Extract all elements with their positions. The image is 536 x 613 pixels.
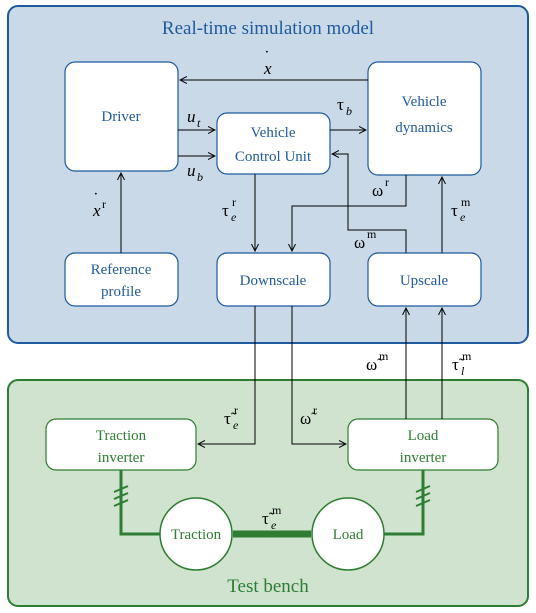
omega-r-sup: r bbox=[385, 175, 389, 189]
ub-base: u bbox=[187, 161, 196, 180]
xdot-ref-sup: r bbox=[102, 197, 106, 211]
label-tau-e-r: τ e r bbox=[222, 195, 237, 224]
tilde-tau-e-r-arrow bbox=[198, 306, 256, 444]
tau-e-m-sub: e bbox=[460, 210, 466, 224]
testbench-panel bbox=[7, 379, 529, 607]
tinv-label-line2: inverter bbox=[98, 450, 145, 466]
label-omega-r: ω r bbox=[372, 175, 389, 200]
omega-m-sup: m bbox=[367, 227, 377, 241]
tau-e-r-sup: r bbox=[232, 195, 236, 209]
ut-sub: t bbox=[197, 116, 201, 130]
tilde-tau-l-m-sup: m bbox=[462, 349, 472, 363]
linv-label-line1: Load bbox=[408, 428, 439, 444]
label-taub: τ b bbox=[337, 95, 352, 118]
label-ub: u b bbox=[187, 161, 203, 184]
tau-e-m-sup: m bbox=[461, 195, 471, 209]
traction-motor: Traction bbox=[159, 497, 233, 571]
label-ut: u t bbox=[187, 107, 201, 130]
vcu-label-line2: Control Unit bbox=[235, 149, 312, 165]
vdyn-label-line2: dynamics bbox=[395, 120, 453, 136]
vcu-block: Vehicle Control Unit bbox=[216, 112, 331, 175]
linv-label-line2: inverter bbox=[400, 450, 447, 466]
upscale-label: Upscale bbox=[400, 273, 449, 289]
driver-label: Driver bbox=[101, 109, 140, 125]
label-omega-m: ω m bbox=[354, 227, 377, 252]
tau-e-m-base: τ bbox=[451, 201, 458, 220]
testbench-panel-title: Test bench bbox=[227, 576, 309, 597]
label-tilde-tau-e-r: τ̃ e r bbox=[224, 403, 239, 432]
shaft-torque-sub: e bbox=[271, 518, 277, 532]
label-xdot-ref: x ˙ r bbox=[92, 189, 106, 220]
vehicle-dynamics-block: Vehicle dynamics bbox=[367, 61, 482, 176]
tilde-tau-e-r-sup: r bbox=[234, 403, 238, 417]
tau-e-r-sub: e bbox=[231, 210, 237, 224]
tilde-tau-e-r-sub: e bbox=[233, 418, 239, 432]
driver-block: Driver bbox=[64, 61, 179, 172]
vcu-label-line1: Vehicle bbox=[251, 125, 296, 141]
tinv-label-line1: Traction bbox=[96, 428, 147, 444]
tilde-tau-l-m-sub: l bbox=[461, 364, 465, 378]
upscale-block: Upscale bbox=[367, 252, 482, 307]
label-tilde-omega-m: ω̃ m bbox=[366, 349, 389, 374]
traction-inverter-block: Traction inverter bbox=[45, 418, 197, 471]
xdot-ref-accent: ˙ bbox=[93, 189, 99, 208]
tilde-omega-r-sup: r bbox=[313, 403, 317, 417]
taub-sub: b bbox=[346, 104, 352, 118]
label-xdot: x ˙ bbox=[263, 47, 272, 78]
ref-label-line2: profile bbox=[101, 284, 141, 300]
omega-r-arrow bbox=[292, 175, 407, 251]
vdyn-label-line1: Vehicle bbox=[402, 94, 447, 110]
traction-motor-label: Traction bbox=[171, 527, 222, 543]
xdot-base: x bbox=[263, 59, 272, 78]
realtime-panel-title: Real-time simulation model bbox=[162, 18, 374, 39]
xdot-accent: ˙ bbox=[264, 47, 270, 66]
ub-sub: b bbox=[197, 170, 203, 184]
ut-base: u bbox=[187, 107, 196, 126]
omega-r-base: ω bbox=[372, 181, 383, 200]
label-shaft-torque: τ̃ e m bbox=[262, 503, 282, 532]
tilde-omega-r-arrow bbox=[291, 306, 346, 444]
load-motor-label: Load bbox=[333, 527, 364, 543]
downscale-block: Downscale bbox=[216, 252, 331, 307]
shaft-torque-sup: m bbox=[272, 503, 282, 517]
tilde-omega-m-sup: m bbox=[379, 349, 389, 363]
label-tau-e-m: τ e m bbox=[451, 195, 471, 224]
taub-base: τ bbox=[337, 95, 344, 114]
downscale-label: Downscale bbox=[240, 273, 307, 289]
power-wiring bbox=[113, 470, 431, 538]
ref-label-line1: Reference bbox=[91, 262, 152, 278]
tau-e-r-base: τ bbox=[222, 201, 229, 220]
signal-lines bbox=[121, 80, 442, 444]
load-inverter-block: Load inverter bbox=[347, 418, 499, 471]
load-motor: Load bbox=[311, 497, 385, 571]
label-tilde-tau-l-m: τ̃ l m bbox=[452, 349, 472, 378]
omega-m-arrow bbox=[332, 154, 407, 253]
reference-profile-block: Reference profile bbox=[64, 252, 179, 307]
omega-m-base: ω bbox=[354, 233, 365, 252]
xdot-ref-base: x bbox=[92, 201, 101, 220]
